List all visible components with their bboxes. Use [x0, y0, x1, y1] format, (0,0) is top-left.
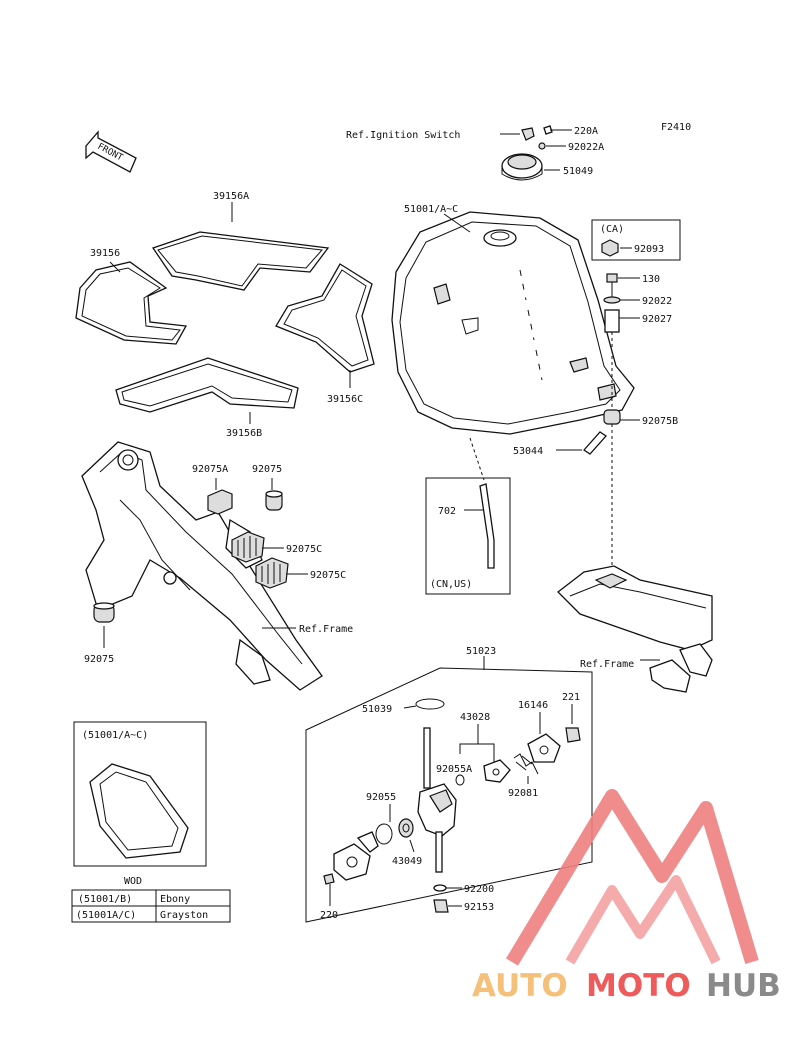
- automotohub-watermark-logo: [506, 789, 759, 966]
- o-ring-51039: [403, 698, 445, 710]
- label-43028: 43028: [460, 712, 490, 723]
- fuel-tank-51001: [391, 211, 635, 435]
- plate-43028: [483, 759, 511, 783]
- hose-702: [479, 483, 495, 569]
- label-92027: 92027: [642, 314, 672, 325]
- label-92055: 92055: [366, 792, 396, 803]
- label-39156C: 39156C: [327, 394, 363, 405]
- lever-16146: [527, 733, 561, 763]
- label-92075C-2: 92075C: [310, 570, 346, 581]
- pad-39156: [75, 261, 188, 345]
- washer-92200: [433, 884, 462, 892]
- spring-92081: [513, 753, 539, 775]
- ignition-switch-part: [521, 127, 535, 141]
- inset-title: (51001/A~C): [82, 730, 148, 741]
- label-51001AC: 51001/A~C: [404, 204, 458, 215]
- bolt-92153: [433, 899, 462, 913]
- damper-92075-top: [265, 490, 283, 511]
- label-92153: 92153: [464, 902, 494, 913]
- pad-39156C: [275, 263, 375, 373]
- watermark-moto: MOTO: [586, 968, 691, 1004]
- hose-53044: [556, 431, 607, 455]
- label-702: 702: [438, 506, 456, 517]
- bolt-130: [606, 273, 640, 298]
- pad-39156B: [115, 357, 299, 413]
- label-51039: 51039: [362, 704, 392, 715]
- damper-92075-left: [93, 602, 115, 623]
- color-table-color-1: Ebony: [160, 894, 190, 905]
- label-92022A: 92022A: [568, 142, 604, 153]
- figure-code: F2410: [661, 122, 691, 133]
- label-16146: 16146: [518, 700, 548, 711]
- label-92022: 92022: [642, 296, 672, 307]
- label-92093: 92093: [634, 244, 664, 255]
- label-ca: (CA): [600, 224, 624, 235]
- label-92075B: 92075B: [642, 416, 678, 427]
- label-221: 221: [562, 692, 580, 703]
- cn-us-variant-box: [425, 477, 511, 595]
- label-220A: 220A: [574, 126, 598, 137]
- label-92081: 92081: [508, 788, 538, 799]
- label-39156A: 39156A: [213, 191, 249, 202]
- label-92075A: 92075A: [192, 464, 228, 475]
- color-table: [71, 889, 231, 923]
- label-cn-us: (CN,US): [430, 579, 472, 590]
- fuel-cap-51049: [501, 153, 543, 181]
- collar-92027: [604, 309, 640, 333]
- label-92055A: 92055A: [436, 764, 472, 775]
- watermark-auto: AUTO: [472, 968, 568, 1004]
- color-table-color-2: Grayston: [160, 910, 208, 921]
- damper-92075C-2: [255, 557, 289, 589]
- label-130: 130: [642, 274, 660, 285]
- gasket-43049: [398, 818, 414, 838]
- color-table-code-2: (51001A/C): [76, 910, 136, 921]
- nut-92093: [601, 239, 632, 257]
- label-43049: 43049: [392, 856, 422, 867]
- wod-label: WOD: [124, 876, 142, 887]
- washer-92022: [603, 296, 640, 304]
- frame-right: [557, 565, 713, 693]
- fuel-pipe: [423, 727, 431, 789]
- tank-cover-inset: [89, 763, 189, 859]
- label-ref-frame-left: Ref.Frame: [299, 624, 353, 635]
- label-92075-top: 92075: [252, 464, 282, 475]
- color-table-code-1: (51001/B): [78, 894, 132, 905]
- screw-221: [565, 727, 581, 743]
- lever-plate: [333, 831, 379, 881]
- fuel-cock-box: [305, 667, 593, 923]
- label-92075C-1: 92075C: [286, 544, 322, 555]
- front-arrow-icon: FRONT: [85, 130, 137, 173]
- label-51023: 51023: [466, 646, 496, 657]
- damper-92075C-1: [231, 531, 265, 563]
- tank-cover-inset-box: [73, 721, 207, 867]
- o-ring-92055: [375, 823, 393, 845]
- label-53044: 53044: [513, 446, 543, 457]
- label-92075-left: 92075: [84, 654, 114, 665]
- label-ref-ignition-switch: Ref.Ignition Switch: [346, 130, 460, 141]
- screw-220A: [543, 125, 572, 135]
- damper-92075A: [207, 489, 233, 515]
- screw-220: [323, 873, 335, 906]
- label-51049: 51049: [563, 166, 593, 177]
- label-39156: 39156: [90, 248, 120, 259]
- pad-39156A: [151, 231, 330, 291]
- label-220: 220: [320, 910, 338, 921]
- watermark-hub: HUB: [706, 968, 781, 1004]
- label-92200: 92200: [464, 884, 494, 895]
- o-ring-92055A: [455, 774, 465, 786]
- fuel-cock-body: [417, 783, 457, 873]
- washer-92022A: [538, 142, 566, 150]
- damper-92075B: [603, 409, 640, 425]
- ca-variant-box: [591, 219, 681, 261]
- label-39156B: 39156B: [226, 428, 262, 439]
- label-ref-frame-right: Ref.Frame: [580, 659, 634, 670]
